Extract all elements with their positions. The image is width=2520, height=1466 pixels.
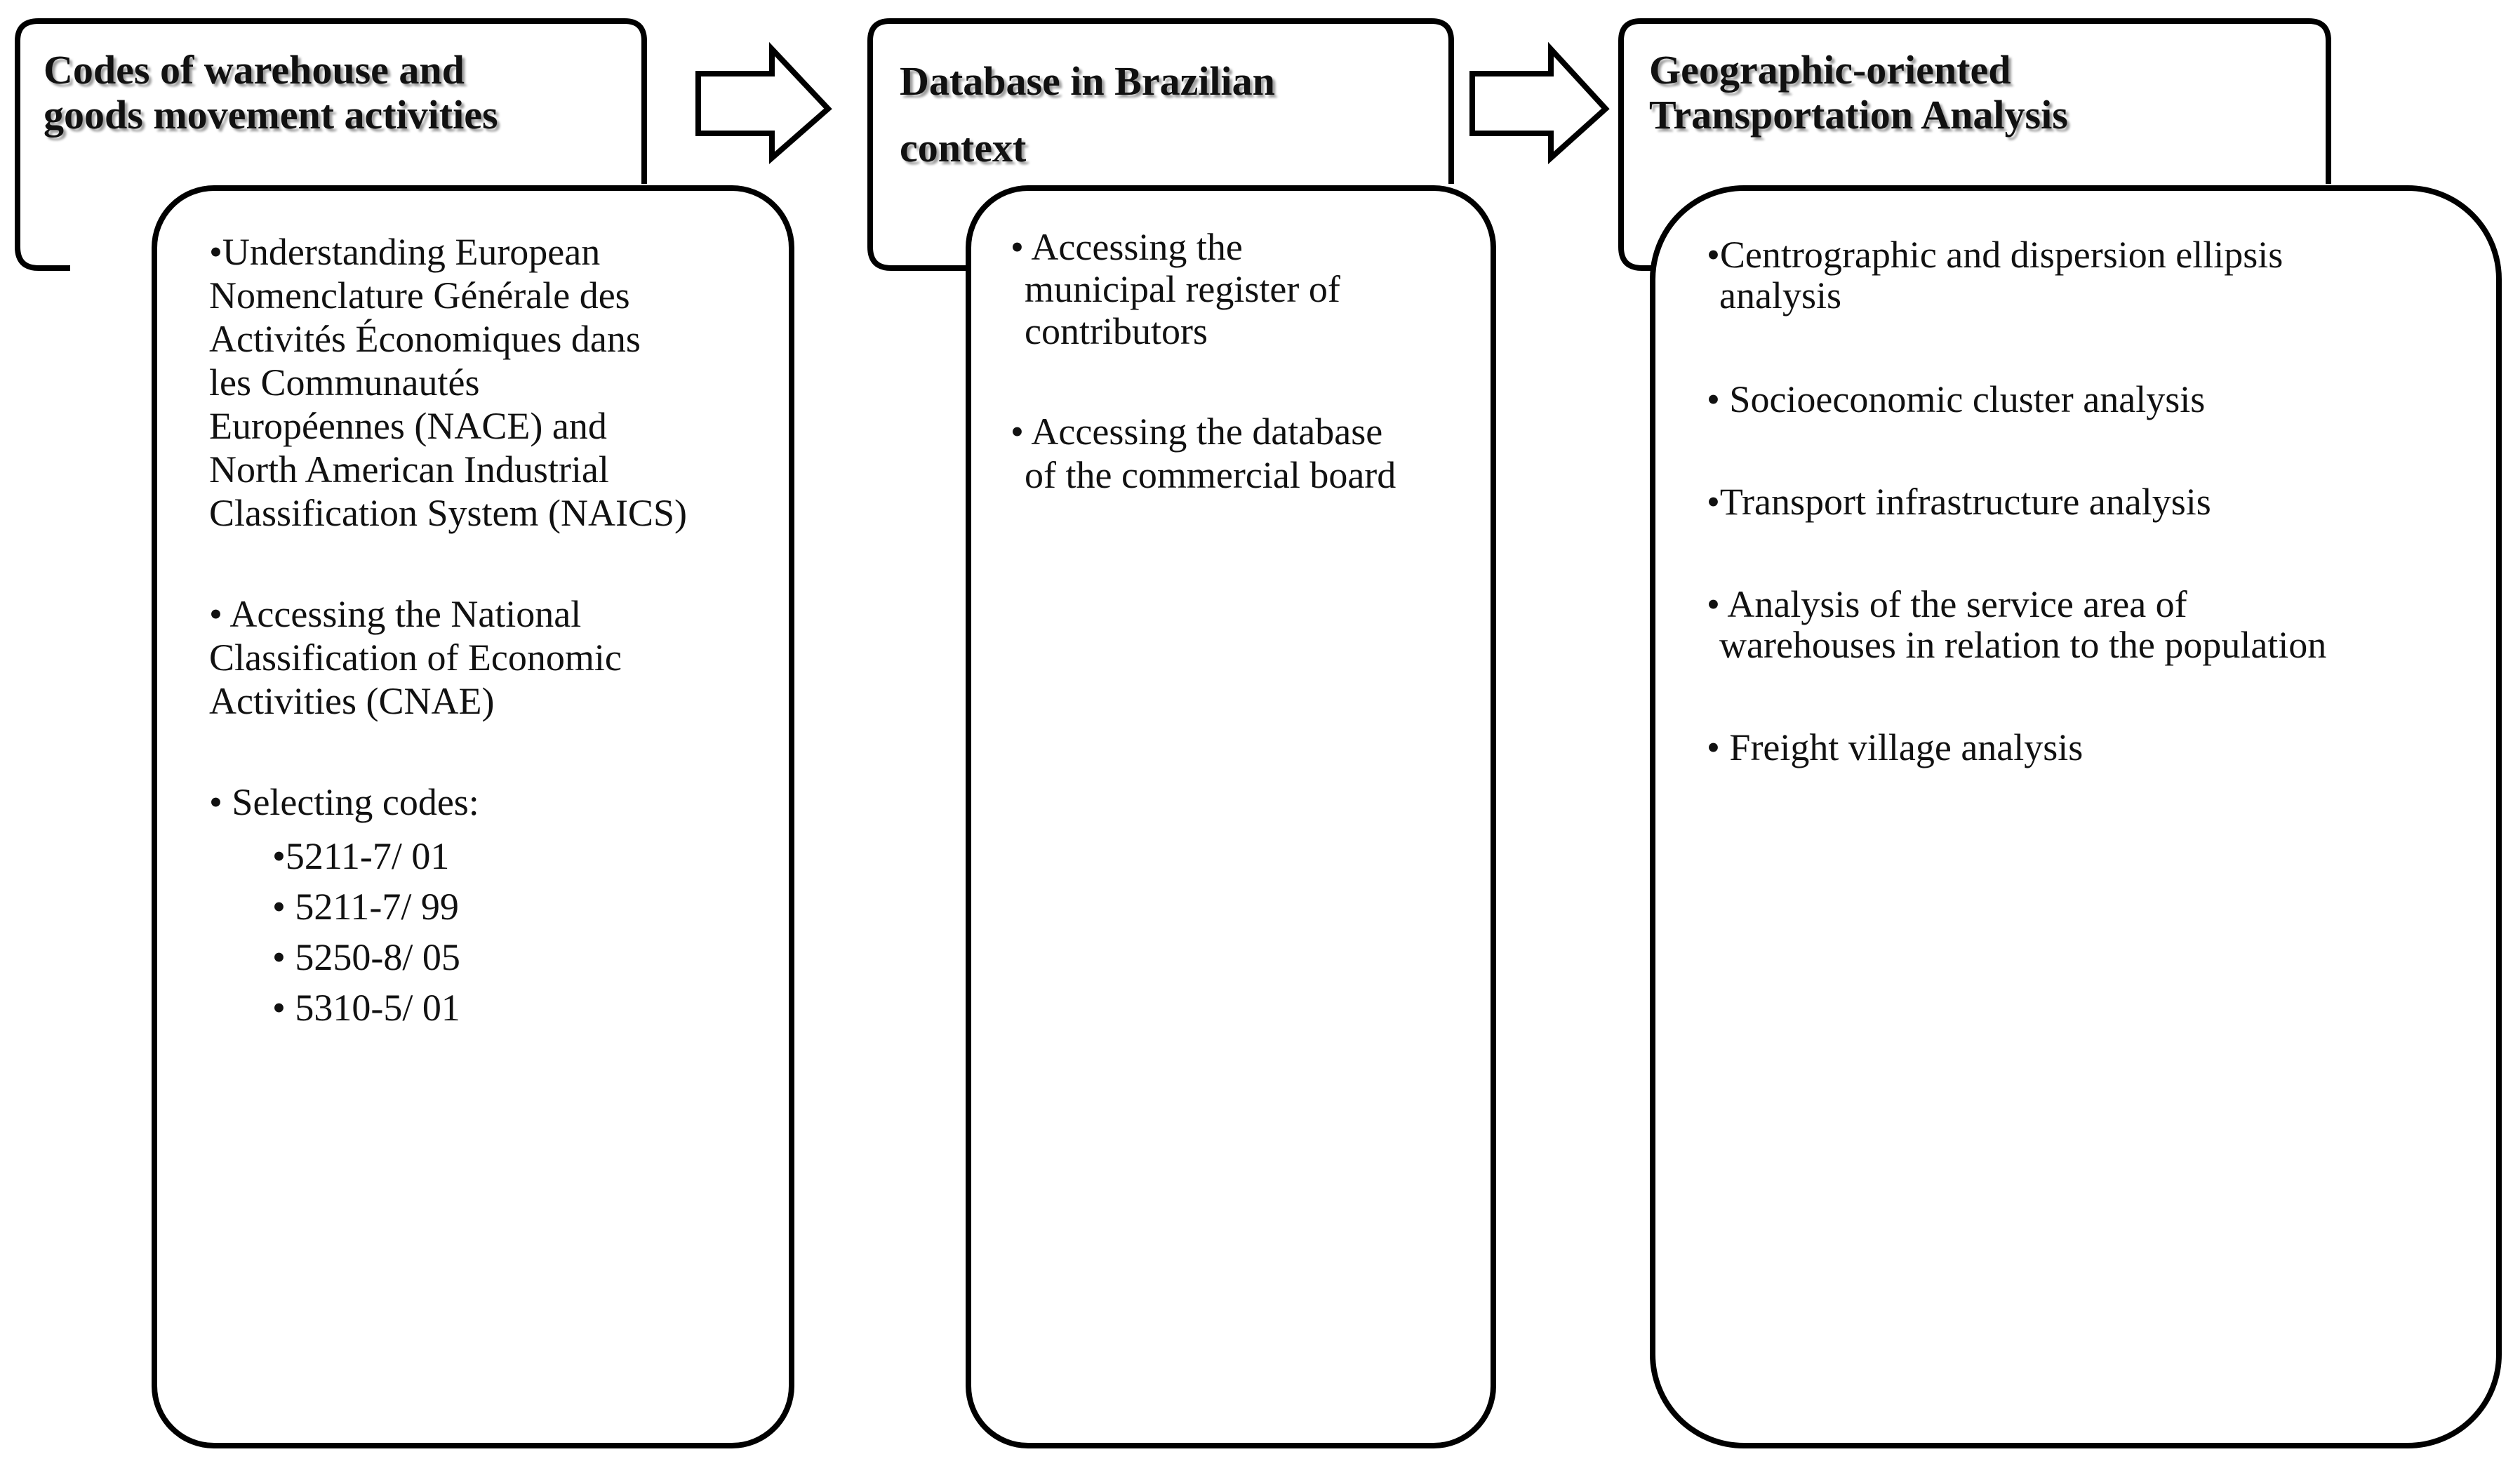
code-list: •5211-7/ 01 • 5211-7/ 99 • 5250-8/ 05 • … — [209, 831, 778, 1033]
text-line: Activités Économiques dans — [209, 318, 641, 360]
stage-1-item-list: •Understanding European Nomenclature Gén… — [209, 230, 778, 1033]
stage-3-title-line-1: Geographic-oriented — [1649, 47, 2011, 93]
text-line: •Understanding European — [209, 231, 601, 273]
stage-2-item-1: • Accessing the municipal register of co… — [1011, 226, 1488, 352]
stage-1-title: Codes of warehouse and goods movement ac… — [44, 48, 498, 138]
text-line: Nomenclature Générale des — [209, 274, 630, 316]
stage-3-item-list: •Centrographic and dispersion ellipsis a… — [1707, 234, 2486, 768]
stage-2-item-2: • Accessing the database of the commerci… — [1011, 410, 1488, 497]
stage-2-item-list: • Accessing the municipal register of co… — [1011, 226, 1488, 497]
code-item: • 5310-5/ 01 — [272, 987, 460, 1029]
text-line: •Centrographic and dispersion ellipsis — [1707, 234, 2284, 276]
text-line: • Accessing the National — [209, 593, 582, 635]
code-item: • 5250-8/ 05 — [272, 936, 460, 978]
stage-2-title-line-2: context — [900, 125, 1027, 171]
stage-3-item-2: • Socioeconomic cluster analysis — [1707, 379, 2486, 420]
stage-1-content-box — [152, 185, 794, 1448]
text-line: • Selecting codes: — [209, 781, 479, 823]
text-line: contributors — [1025, 310, 1208, 352]
stage-2-content-box — [966, 185, 1496, 1448]
text-line: • Socioeconomic cluster analysis — [1707, 378, 2206, 420]
stage-2-title: Database in Brazilian context — [900, 48, 1275, 181]
stage-2-title-line-1: Database in Brazilian — [900, 58, 1275, 104]
text-line: Classification System (NAICS) — [209, 492, 687, 534]
stage-1-title-line-2: goods movement activities — [44, 92, 498, 138]
text-line: •Transport infrastructure analysis — [1707, 481, 2211, 523]
code-item: • 5211-7/ 99 — [272, 886, 459, 928]
flow-arrow-2 — [1469, 41, 1610, 164]
text-line: North American Industrial — [209, 448, 609, 491]
text-line: les Communautés — [209, 361, 480, 404]
stage-3-title-line-2: Transportation Analysis — [1649, 92, 2068, 138]
text-line: • Analysis of the service area of — [1707, 583, 2187, 625]
stage-2-header-frame — [867, 18, 1454, 271]
stage-3-item-1: •Centrographic and dispersion ellipsis a… — [1707, 234, 2486, 316]
stage-3-title: Geographic-oriented Transportation Analy… — [1649, 48, 2068, 138]
text-line: municipal register of — [1025, 268, 1340, 310]
text-line: Activities (CNAE) — [209, 680, 495, 722]
stage-3-item-5: • Freight village analysis — [1707, 727, 2486, 768]
flow-arrow-1 — [695, 41, 832, 164]
stage-3-header-frame — [1618, 18, 2331, 271]
text-line: analysis — [1719, 274, 1841, 316]
stage-1-item-3: • Selecting codes: •5211-7/ 01 • 5211-7/… — [209, 780, 778, 1033]
text-line: • Accessing the — [1011, 226, 1243, 268]
code-item: •5211-7/ 01 — [272, 835, 450, 877]
text-line: warehouses in relation to the population — [1719, 624, 2327, 666]
stage-3-item-4: • Analysis of the service area of wareho… — [1707, 584, 2486, 665]
text-line: • Freight village analysis — [1707, 726, 2084, 768]
stage-3-item-3: •Transport infrastructure analysis — [1707, 481, 2486, 522]
text-line: • Accessing the database — [1011, 411, 1383, 453]
stage-1-title-line-1: Codes of warehouse and — [44, 47, 465, 93]
stage-1-header-frame — [15, 18, 647, 271]
text-line: Classification of Economic — [209, 637, 622, 679]
text-line: of the commercial board — [1025, 454, 1396, 496]
stage-1-item-1: •Understanding European Nomenclature Gén… — [209, 230, 778, 535]
text-line: Européennes (NACE) and — [209, 405, 607, 447]
stage-1-item-2: • Accessing the National Classification … — [209, 592, 778, 723]
stage-3-content-box — [1650, 185, 2502, 1448]
